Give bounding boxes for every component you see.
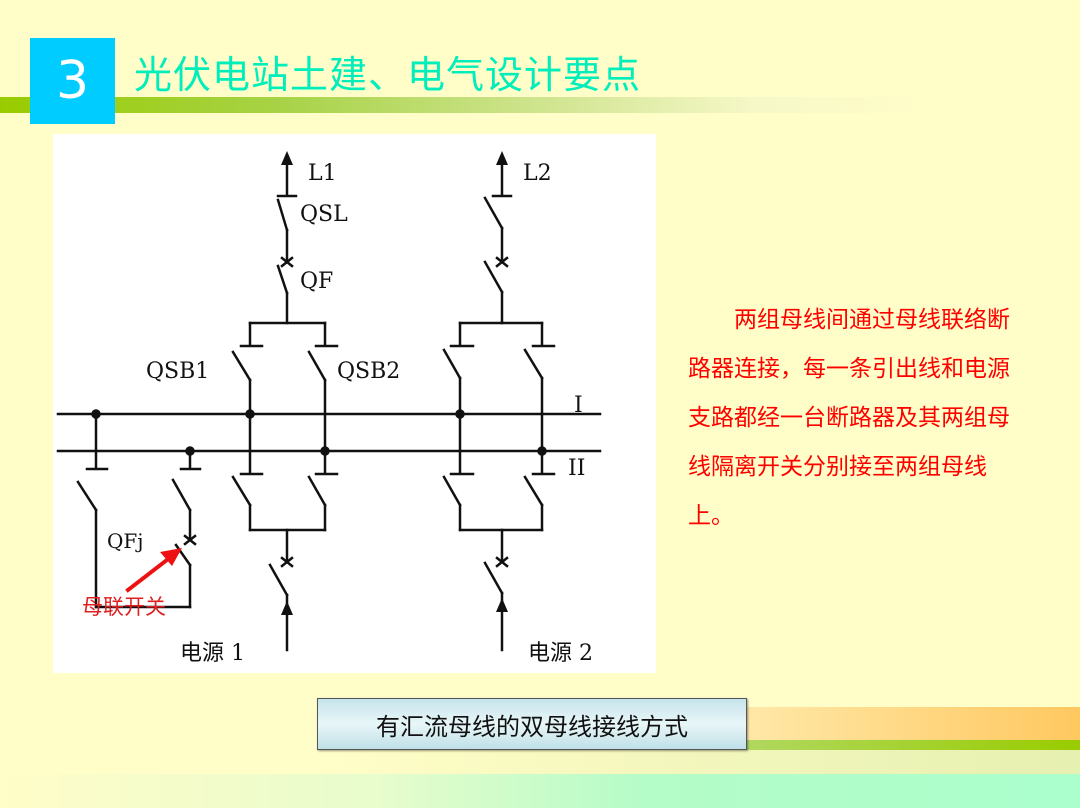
label-qf: QF bbox=[300, 269, 333, 294]
bus-bars bbox=[56, 412, 602, 453]
footer-mint-band bbox=[0, 774, 1080, 808]
bus-coupler bbox=[76, 409, 202, 609]
label-qsb2: QSB2 bbox=[337, 359, 400, 384]
caption-text: 有汇流母线的双母线接线方式 bbox=[376, 712, 688, 741]
source-2-branch bbox=[442, 412, 556, 652]
feeder-l2 bbox=[442, 151, 556, 456]
feeder-l1 bbox=[231, 151, 339, 456]
label-l1: L1 bbox=[308, 161, 337, 186]
label-bus-2: II bbox=[568, 456, 585, 481]
coupler-arrow-icon bbox=[125, 548, 182, 593]
diagram-caption: 有汇流母线的双母线接线方式 bbox=[317, 698, 747, 750]
label-l2: L2 bbox=[523, 161, 552, 186]
double-bus-diagram: L1 L2 QSL QF QSB1 QSB2 I II QFj 电源 1 电源 … bbox=[53, 134, 656, 673]
label-bus-coupler-switch: 母联开关 bbox=[82, 595, 166, 619]
footer-pale-band bbox=[330, 750, 1080, 774]
section-number: 3 bbox=[55, 51, 90, 111]
label-qfj: QFj bbox=[107, 529, 143, 553]
caption-green-stripe bbox=[744, 740, 1080, 750]
title-underline-bar bbox=[0, 97, 1080, 113]
label-bus-1: I bbox=[574, 393, 583, 418]
label-qsl: QSL bbox=[300, 202, 348, 227]
label-source-1: 电源 1 bbox=[180, 641, 245, 666]
description-text: 两组母线间通过母线联络断路器连接，每一条引出线和电源支路都经一台断路器及其两组母… bbox=[688, 307, 1010, 529]
page-title: 光伏电站土建、电气设计要点 bbox=[134, 53, 642, 97]
caption-orange-band bbox=[744, 707, 1080, 740]
label-qsb1: QSB1 bbox=[146, 359, 209, 384]
label-source-2: 电源 2 bbox=[528, 641, 593, 666]
source-1-branch bbox=[231, 412, 339, 652]
section-number-badge: 3 bbox=[30, 38, 115, 124]
